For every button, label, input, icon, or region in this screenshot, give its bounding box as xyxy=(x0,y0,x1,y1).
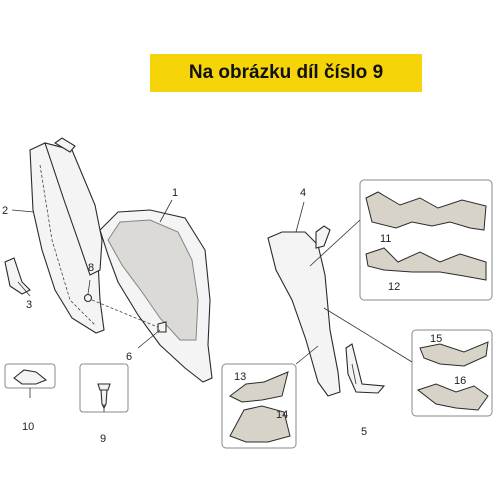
part-5-side-trim[interactable] xyxy=(345,343,386,394)
label-part-15: 15 xyxy=(430,333,442,345)
part-4-front-shield[interactable] xyxy=(267,225,341,397)
leader-lines xyxy=(11,199,413,412)
part-11-trim[interactable] xyxy=(365,191,487,231)
detail-box-11-12 xyxy=(359,179,493,301)
label-part-2: 2 xyxy=(2,205,8,217)
detail-box-15-16 xyxy=(411,329,493,417)
label-part-5: 5 xyxy=(361,426,367,438)
label-part-10: 10 xyxy=(22,421,34,433)
part-10-clip[interactable] xyxy=(4,363,56,389)
label-part-16: 16 xyxy=(454,375,466,387)
label-part-13: 13 xyxy=(234,371,246,383)
banner-text: Na obrázku díl číslo 9 xyxy=(188,62,384,83)
label-part-1: 1 xyxy=(172,187,178,199)
part-3-bracket[interactable] xyxy=(4,257,31,295)
part-2-side-panel[interactable] xyxy=(29,137,105,334)
part-8-screw[interactable] xyxy=(83,293,93,303)
part-14-trim[interactable] xyxy=(229,405,291,443)
part-16-trim[interactable] xyxy=(416,383,489,411)
detail-box-13-14 xyxy=(221,363,297,449)
label-part-6: 6 xyxy=(126,351,132,363)
part-number-banner: Na obrázku díl číslo 9 xyxy=(150,54,422,92)
part-1-inner-shield[interactable] xyxy=(91,209,213,383)
label-part-12: 12 xyxy=(388,281,400,293)
part-12-trim[interactable] xyxy=(365,247,487,281)
label-part-9: 9 xyxy=(100,433,106,445)
label-part-14: 14 xyxy=(276,409,288,421)
label-part-8: 8 xyxy=(88,262,94,274)
part-6-clip[interactable] xyxy=(157,321,167,333)
part-9-screw[interactable] xyxy=(79,363,129,413)
label-part-11: 11 xyxy=(380,233,391,245)
label-part-3: 3 xyxy=(26,299,32,311)
part-15-trim[interactable] xyxy=(419,341,489,367)
label-part-4: 4 xyxy=(300,187,306,199)
part-13-trim[interactable] xyxy=(229,371,289,403)
